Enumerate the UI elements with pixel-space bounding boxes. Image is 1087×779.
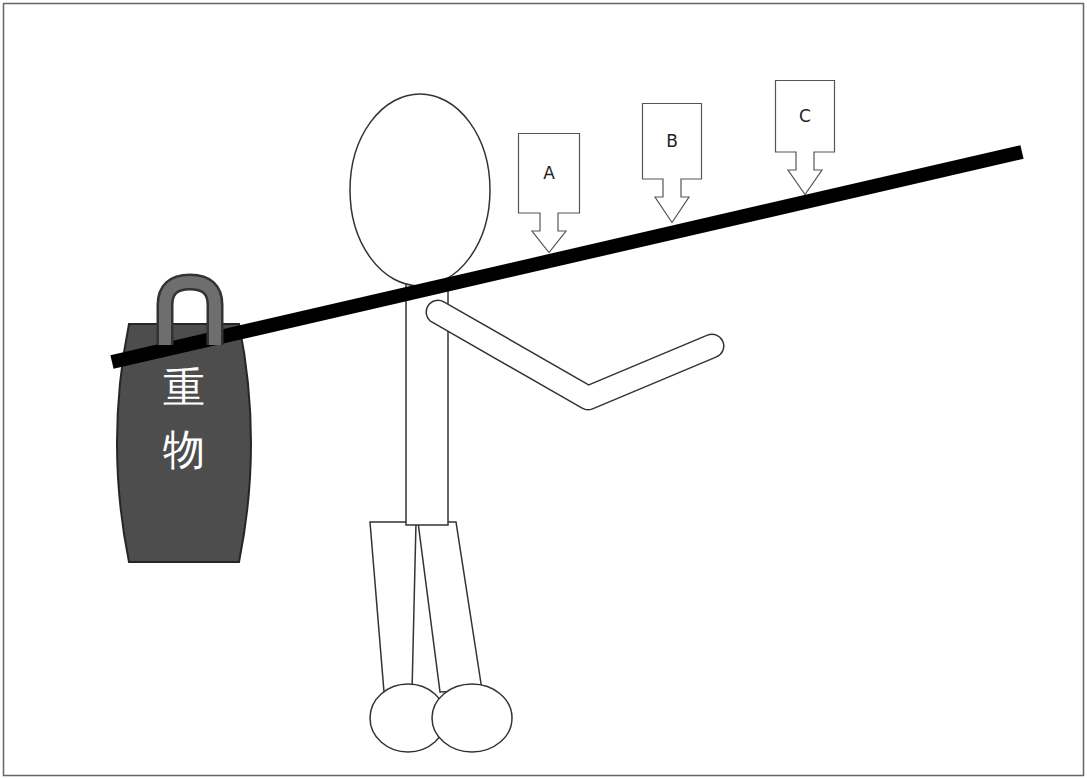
force-arrow-box: A [518, 133, 580, 253]
bag-label: 重 物 [160, 357, 208, 481]
force-arrow-box: B [642, 103, 702, 223]
bag-body [117, 324, 251, 562]
left-leg [370, 522, 416, 692]
arm-fill [438, 312, 712, 398]
frame-border [4, 4, 1084, 776]
arrow-box-outline [776, 81, 835, 195]
force-label: B [666, 131, 678, 151]
bag-handle-outline [165, 282, 215, 345]
node-outline [518, 133, 580, 253]
text-holder: A [518, 133, 580, 213]
text-holder: 重 物 [105, 354, 263, 484]
bag-handle [165, 282, 215, 345]
carrying-pole [112, 152, 1022, 362]
weight-bag: 重 物 [105, 318, 263, 568]
text-holder: C [775, 80, 835, 152]
text-holder: B [642, 103, 702, 179]
right-leg [418, 522, 482, 692]
node-outline [775, 80, 835, 195]
node-outline [642, 103, 702, 223]
arm-outline [438, 312, 712, 398]
force-arrow-box: C [775, 80, 835, 195]
arrow-box-outline [643, 104, 702, 223]
arrow-box-outline [519, 134, 580, 253]
right-foot [432, 684, 512, 752]
head [350, 94, 490, 286]
force-label: A [543, 163, 555, 183]
force-label: C [799, 106, 811, 126]
